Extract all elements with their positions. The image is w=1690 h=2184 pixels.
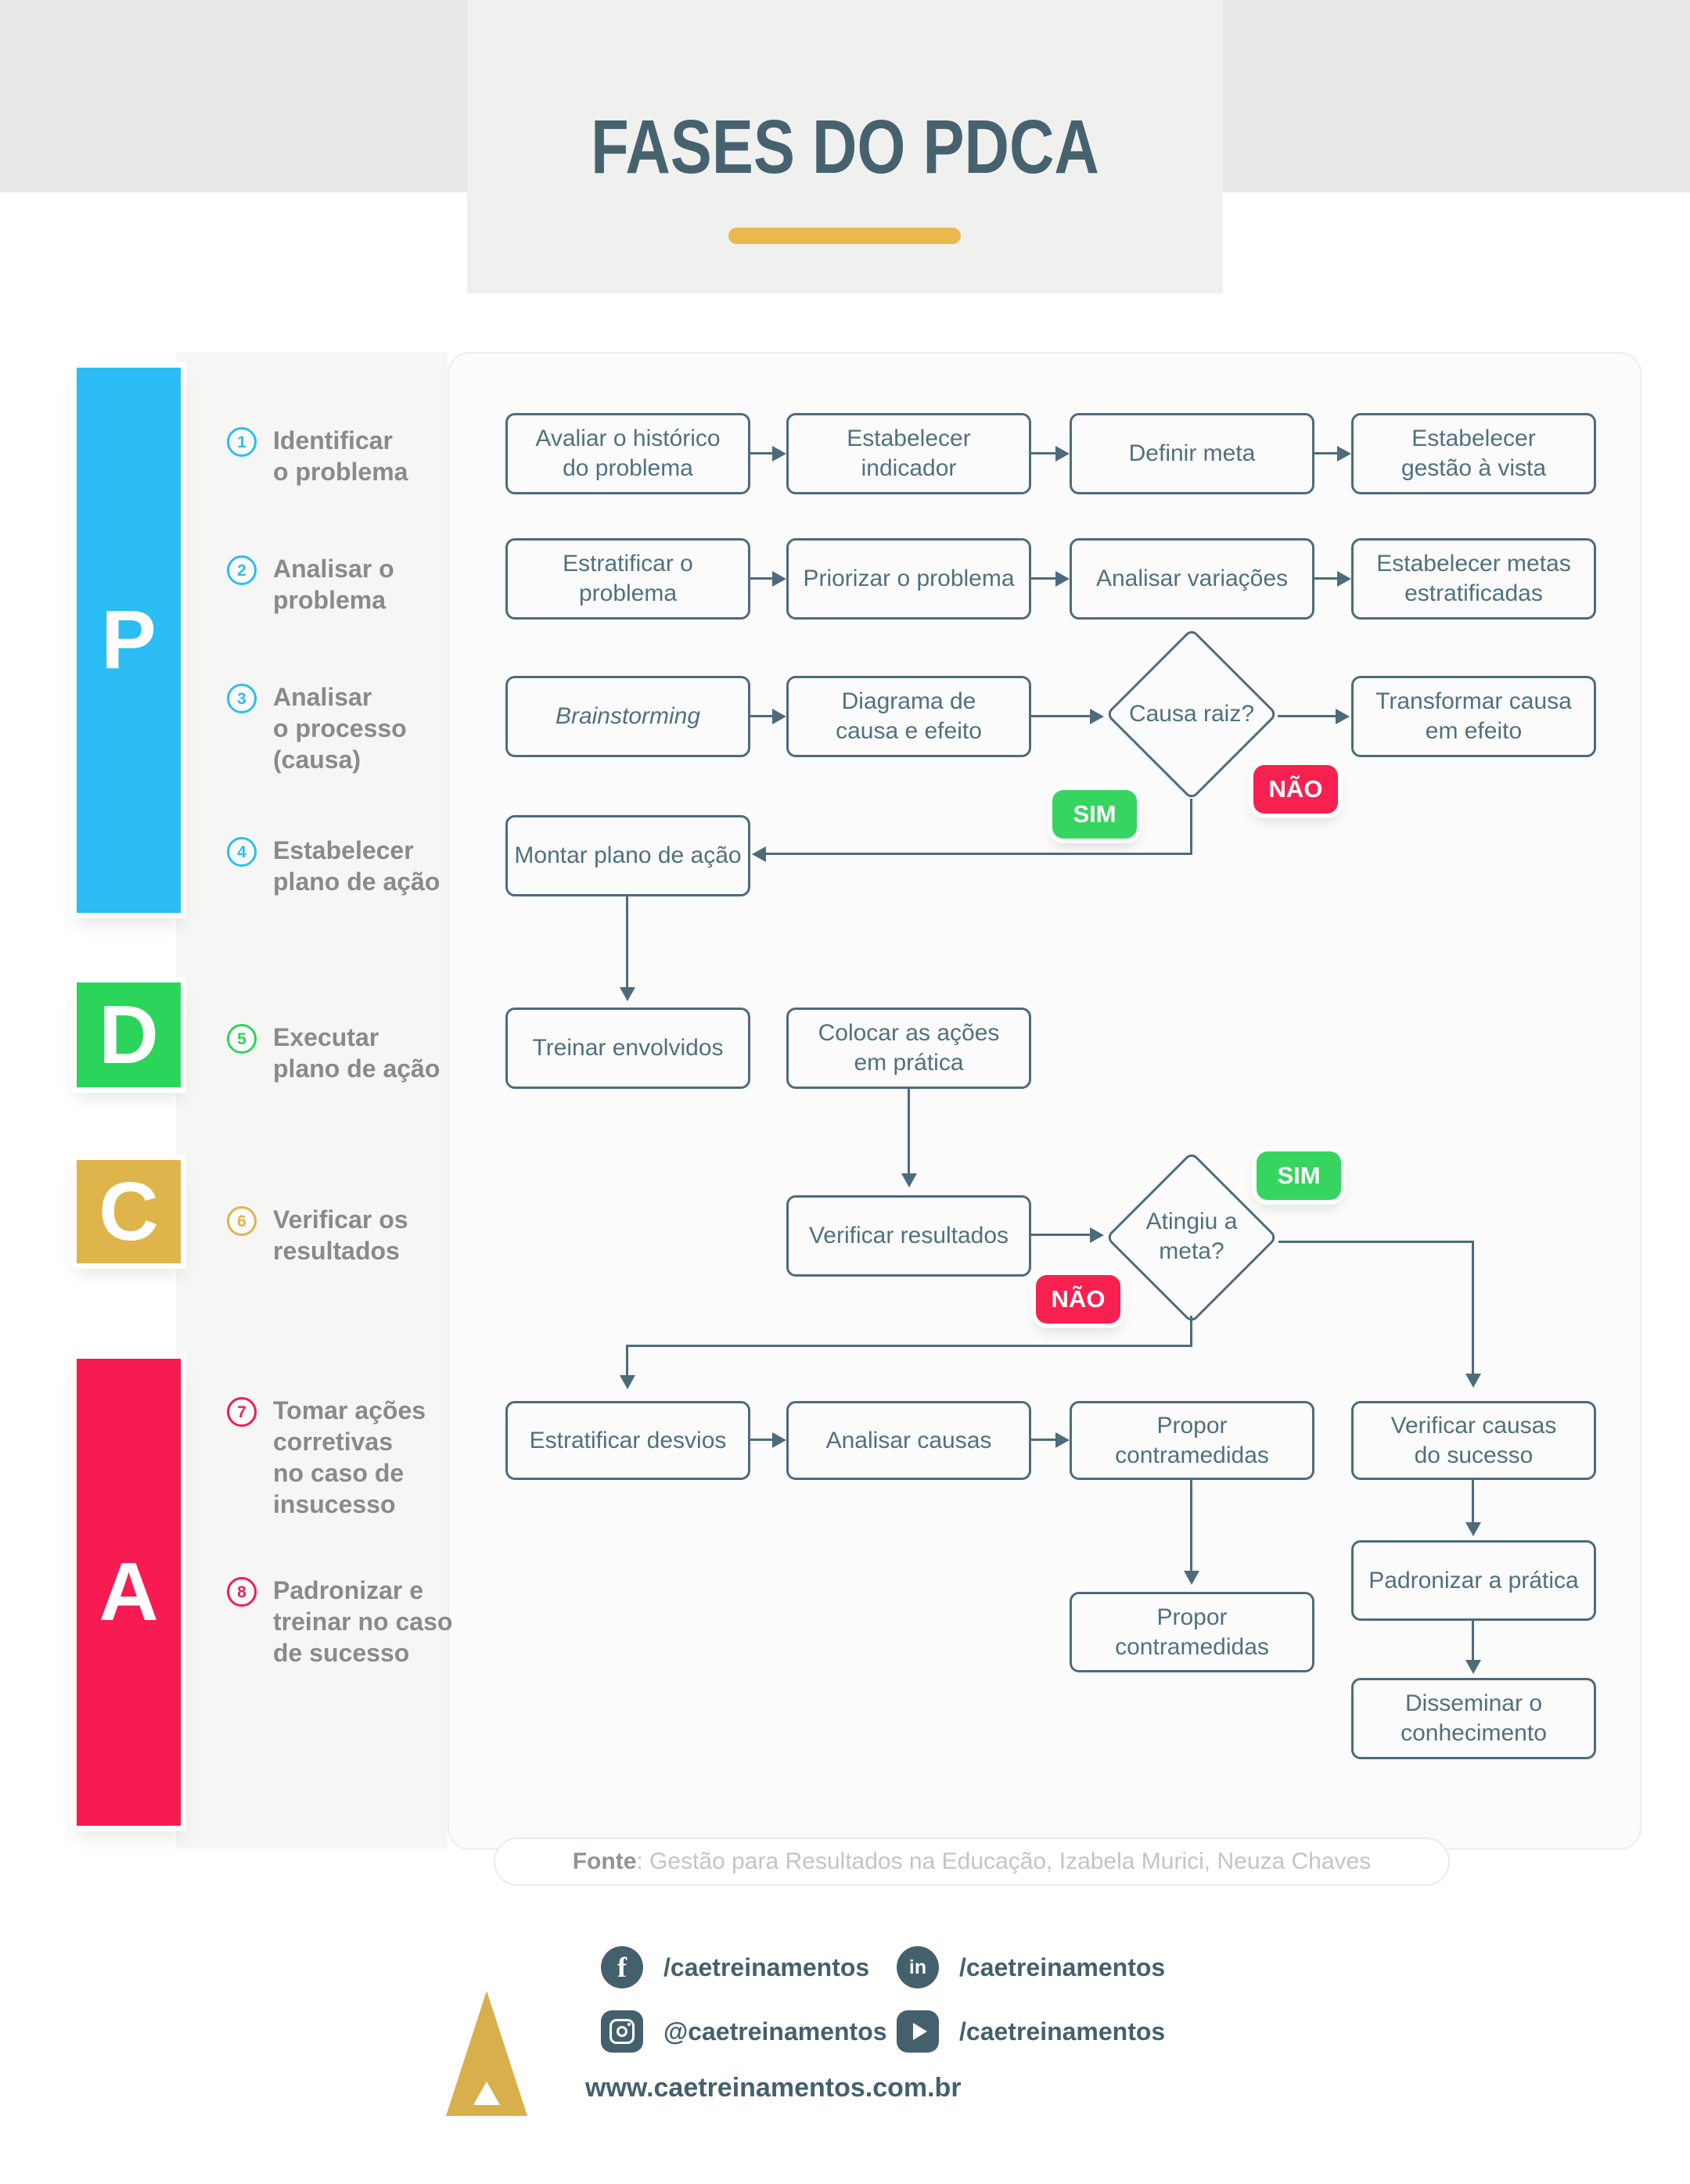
sidebar-item-label: Verificar os resultados — [273, 1205, 408, 1265]
source-text: : Gestão para Resultados na Educação, Iz… — [636, 1848, 1372, 1874]
social-linkedin[interactable]: in /caetreinamentos — [897, 1946, 1165, 1988]
sidebar-item-label: Tomar ações corretivas no caso de insuce… — [273, 1396, 426, 1518]
step-number-badge: 3 — [227, 684, 257, 713]
flow-box-verificar-causas-sucesso: Verificar causas do sucesso — [1351, 1401, 1596, 1480]
instagram-icon — [601, 2010, 643, 2053]
flow-box-priorizar-problema: Priorizar o problema — [786, 538, 1031, 620]
linkedin-handle: /caetreinamentos — [959, 1953, 1166, 1981]
facebook-icon: f — [601, 1946, 643, 1988]
title-underline — [728, 228, 961, 244]
nao-badge: NÃO — [1253, 765, 1338, 814]
step-number-badge: 1 — [227, 427, 257, 457]
flow-box-treinar-envolvidos: Treinar envolvidos — [505, 1008, 750, 1089]
flow-box-verificar-resultados: Verificar resultados — [786, 1195, 1031, 1277]
instagram-handle: @caetreinamentos — [663, 2017, 887, 2046]
sidebar-item-label: Analisar o processo (causa) — [273, 683, 407, 774]
flow-box-definir-meta: Definir meta — [1070, 413, 1314, 494]
letter-d: D — [99, 988, 159, 1081]
flow-box-estratificar-problema: Estratificar o problema — [505, 538, 750, 620]
step-number-badge: 6 — [227, 1206, 257, 1236]
flow-box-metas-estratificadas: Estabelecer metas estratificadas — [1351, 538, 1596, 620]
step-number-badge: 4 — [227, 837, 257, 867]
letter-a: A — [99, 1546, 159, 1638]
step-number-badge: 5 — [227, 1024, 257, 1054]
letter-p: P — [101, 594, 156, 686]
youtube-handle: /caetreinamentos — [959, 2017, 1166, 2046]
decision-atingiu-meta-label: Atingiu a meta? — [1145, 1209, 1238, 1264]
flow-box-brainstorming: Brainstorming — [505, 676, 750, 757]
sim-badge: SIM — [1257, 1151, 1341, 1200]
decision-causa-raiz-label: Causa raiz? — [1128, 701, 1255, 727]
flow-box-propor-contramedidas-1: Propor contramedidas — [1070, 1401, 1314, 1480]
sidebar-block-plan: P — [77, 368, 181, 913]
step-number-badge: 7 — [227, 1397, 257, 1427]
flow-box-avaliar-historico: Avaliar o histórico do problema — [505, 413, 750, 494]
flow-box-montar-plano: Montar plano de ação — [505, 815, 750, 896]
website-link[interactable]: www.caetreinamentos.com.br — [585, 2073, 962, 2103]
sidebar-item-label: Executar plano de ação — [273, 1023, 440, 1083]
flow-box-propor-contramedidas-2: Propor contramedidas — [1070, 1592, 1314, 1672]
step-number-badge: 2 — [227, 555, 257, 585]
social-youtube[interactable]: /caetreinamentos — [897, 2010, 1165, 2053]
flow-box-analisar-causas: Analisar causas — [786, 1401, 1031, 1480]
flow-box-estratificar-desvios: Estratificar desvios — [505, 1401, 750, 1480]
flow-box-padronizar-pratica: Padronizar a prática — [1351, 1540, 1596, 1621]
nao-badge: NÃO — [1036, 1275, 1120, 1324]
step-number-badge: 8 — [227, 1577, 257, 1607]
social-facebook[interactable]: f /caetreinamentos — [601, 1946, 869, 1988]
sidebar-item-label: Padronizar e treinar no caso de sucesso — [273, 1576, 453, 1667]
source-label: Fonte — [572, 1848, 637, 1874]
source-pill: Fonte: Gestão para Resultados na Educaçã… — [494, 1837, 1450, 1886]
flow-box-diagrama-causa-efeito: Diagrama de causa e efeito — [786, 676, 1031, 757]
sidebar-block-do: D — [77, 982, 181, 1087]
sidebar-block-act: A — [77, 1359, 181, 1826]
facebook-handle: /caetreinamentos — [663, 1953, 870, 1981]
youtube-icon — [897, 2010, 939, 2053]
logo-triangle-icon — [446, 1991, 527, 2116]
flow-box-gestao-a-vista: Estabelecer gestão à vista — [1351, 413, 1596, 494]
flow-box-disseminar-conhecimento: Disseminar o conhecimento — [1351, 1678, 1596, 1759]
sidebar-item-label: Identificar o problema — [273, 426, 408, 486]
linkedin-icon: in — [897, 1946, 939, 1988]
sidebar-block-check: C — [77, 1160, 181, 1263]
flow-box-colocar-acoes: Colocar as ações em prática — [786, 1008, 1031, 1089]
flow-box-estabelecer-indicador: Estabelecer indicador — [786, 413, 1031, 494]
sidebar-item-label: Analisar o problema — [273, 555, 394, 614]
header-card — [467, 0, 1223, 293]
flow-box-analisar-variacoes: Analisar variações — [1070, 538, 1314, 620]
sim-badge: SIM — [1052, 790, 1137, 839]
letter-c: C — [99, 1165, 159, 1258]
page-title: FASES DO PDCA — [591, 104, 1099, 189]
flow-box-transformar-causa: Transformar causa em efeito — [1351, 676, 1596, 757]
sidebar-item-label: Estabelecer plano de ação — [273, 836, 440, 896]
sidebar-background — [176, 352, 448, 1848]
social-instagram[interactable]: @caetreinamentos — [601, 2010, 887, 2053]
